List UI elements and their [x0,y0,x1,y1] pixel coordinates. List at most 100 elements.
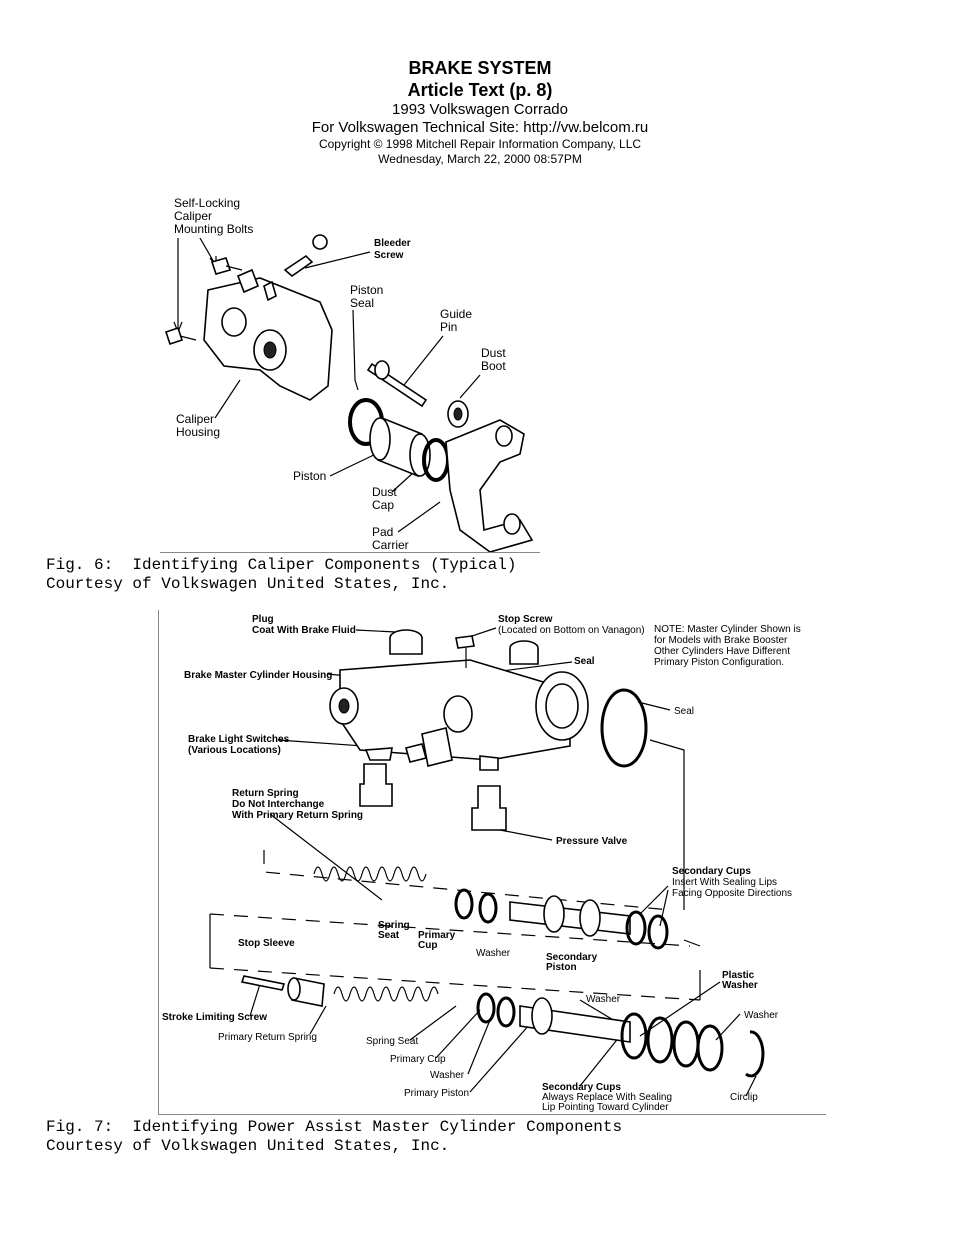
label-stop-screw: Stop Screw [498,614,553,625]
fig7-caption: Fig. 7: Identifying Power Assist Master … [46,1118,623,1136]
reservoir-plug-left [389,629,423,655]
label-piston-seal-1: Piston [350,283,383,297]
primary-piston [519,997,631,1043]
label-primary-cup-2: Cup [418,940,437,951]
label-stop-screw-note: (Located on Bottom on Vanagon) [498,625,645,636]
switch-fitting-left [359,763,393,807]
primary-cup-upper [454,888,498,924]
bleeder-screw [283,234,328,278]
label-washer-bottom: Washer [430,1070,465,1081]
page-subtitle: Article Text (p. 8) [407,80,553,100]
reservoir-plug-right [509,640,539,665]
label-circlip: Circlip [730,1092,758,1103]
label-return-note: Do Not Interchange [232,799,325,810]
figure-6-caliper-diagram: Self-Locking Caliper Mounting Bolts Blee… [160,190,540,552]
fig6-divider [160,552,540,553]
copyright-line: Copyright © 1998 Mitchell Repair Informa… [318,137,642,151]
stroke-limiting-screw [240,975,286,991]
label-return-primary: With Primary Return Spring [232,810,363,821]
fig6-courtesy: Courtesy of Volkswagen United States, In… [46,575,450,593]
mounting-bolt-lower [164,326,197,346]
label-plastic-washer: Washer [722,980,758,991]
label-mounting-bolts: Mounting Bolts [174,222,253,236]
vehicle-model: 1993 Volkswagen Corrado [392,101,568,118]
mounting-bolt-upper [210,257,243,275]
label-primary-return: Primary Return Spring [218,1032,317,1043]
label-boot: Boot [481,359,506,373]
pressure-valve-part [471,785,507,831]
label-primary-cup-low: Primary Cup [390,1054,446,1065]
label-caliper-housing-2: Housing [176,425,220,439]
label-switches-loc: (Various Locations) [188,745,281,756]
label-switches: Brake Light Switches [188,734,290,745]
label-caliper: Caliper [174,209,212,223]
page-title: BRAKE SYSTEM [408,58,552,78]
label-spring-seat-2: Seat [378,930,400,941]
label-sec-cups-3: Facing Opposite Directions [672,888,792,899]
fig7-courtesy: Courtesy of Volkswagen United States, In… [46,1137,450,1155]
label-primary-cup: Primary [418,930,456,941]
label-housing: Brake Master Cylinder Housing [184,670,332,681]
label-plug: Plug [252,614,274,625]
fig6-caption: Fig. 6: Identifying Caliper Components (… [46,556,517,574]
label-note-1: NOTE: Master Cylinder Shown is [654,624,801,635]
guide-pin [366,360,428,408]
return-spring-upper [313,866,427,882]
caliper-housing [203,268,333,401]
secondary-cups-lower [620,1012,724,1072]
label-piston: Piston [293,469,326,483]
dust-boot [447,400,469,428]
label-self-locking: Self-Locking [174,196,240,210]
label-guide: Guide [440,307,472,321]
label-dust-cap-2: Cap [372,498,394,512]
fig7-divider [158,1114,826,1115]
label-sec-cups: Secondary Cups [672,866,751,877]
label-washer-right: Washer [744,1010,779,1021]
primary-cup-lower [476,992,516,1028]
label-washer-mid: Washer [476,948,511,959]
label-pad-carrier-2: Carrier [372,538,409,552]
master-cylinder-housing [329,659,589,771]
label-primary-piston: Primary Piston [404,1088,469,1099]
secondary-cups-upper [625,910,669,950]
label-sec-piston: Secondary [546,952,598,963]
label-note-2: for Models with Brake Booster [654,635,788,646]
fig7-left-border [158,610,159,1114]
label-bleeder: Bleeder [374,238,411,249]
label-plug-note: Coat With Brake Fluid [252,625,356,636]
label-dust-cap-1: Dust [372,485,397,499]
label-screw: Screw [374,250,404,261]
label-spring-seat: Spring [378,920,410,931]
label-plastic: Plastic [722,970,755,981]
label-pad-carrier-1: Pad [372,525,393,539]
label-note-4: Primary Piston Configuration. [654,657,784,668]
label-seal-right: Seal [674,706,694,717]
piston-part [369,416,431,478]
label-pressure-valve: Pressure Valve [556,836,628,847]
label-seal-top: Seal [574,656,595,667]
circlip-part [745,1030,765,1078]
label-spring-seat-low: Spring Seat [366,1036,418,1047]
label-piston-seal-2: Seal [350,296,374,310]
label-sec-cups-low: Secondary Cups [542,1082,621,1093]
secondary-piston [509,895,631,937]
pad-carrier [445,419,534,552]
primary-return-spring [333,986,439,1002]
label-note-3: Other Cylinders Have Different [654,646,790,657]
label-pin: Pin [440,320,457,334]
label-sec-piston-2: Piston [546,962,577,973]
label-stop-sleeve: Stop Sleeve [238,938,295,949]
label-dust: Dust [481,346,506,360]
date-line: Wednesday, March 22, 2000 08:57PM [378,152,582,166]
label-caliper-housing-1: Caliper [176,412,214,426]
label-stroke-screw: Stroke Limiting Screw [162,1012,267,1023]
label-sec-cups-2: Insert With Sealing Lips [672,877,777,888]
label-sec-cups-low-2: Always Replace With Sealing [542,1092,672,1103]
label-washer-low: Washer [586,994,621,1005]
brake-light-switch [405,727,453,767]
seal-ring [600,688,648,768]
figure-7-master-cylinder-diagram: Plug Coat With Brake Fluid Stop Screw (L… [160,610,826,1114]
site-line: For Volkswagen Technical Site: http://vw… [311,119,649,136]
label-sec-cups-low-3: Lip Pointing Toward Cylinder [542,1102,669,1113]
stop-sleeve [287,977,325,1007]
